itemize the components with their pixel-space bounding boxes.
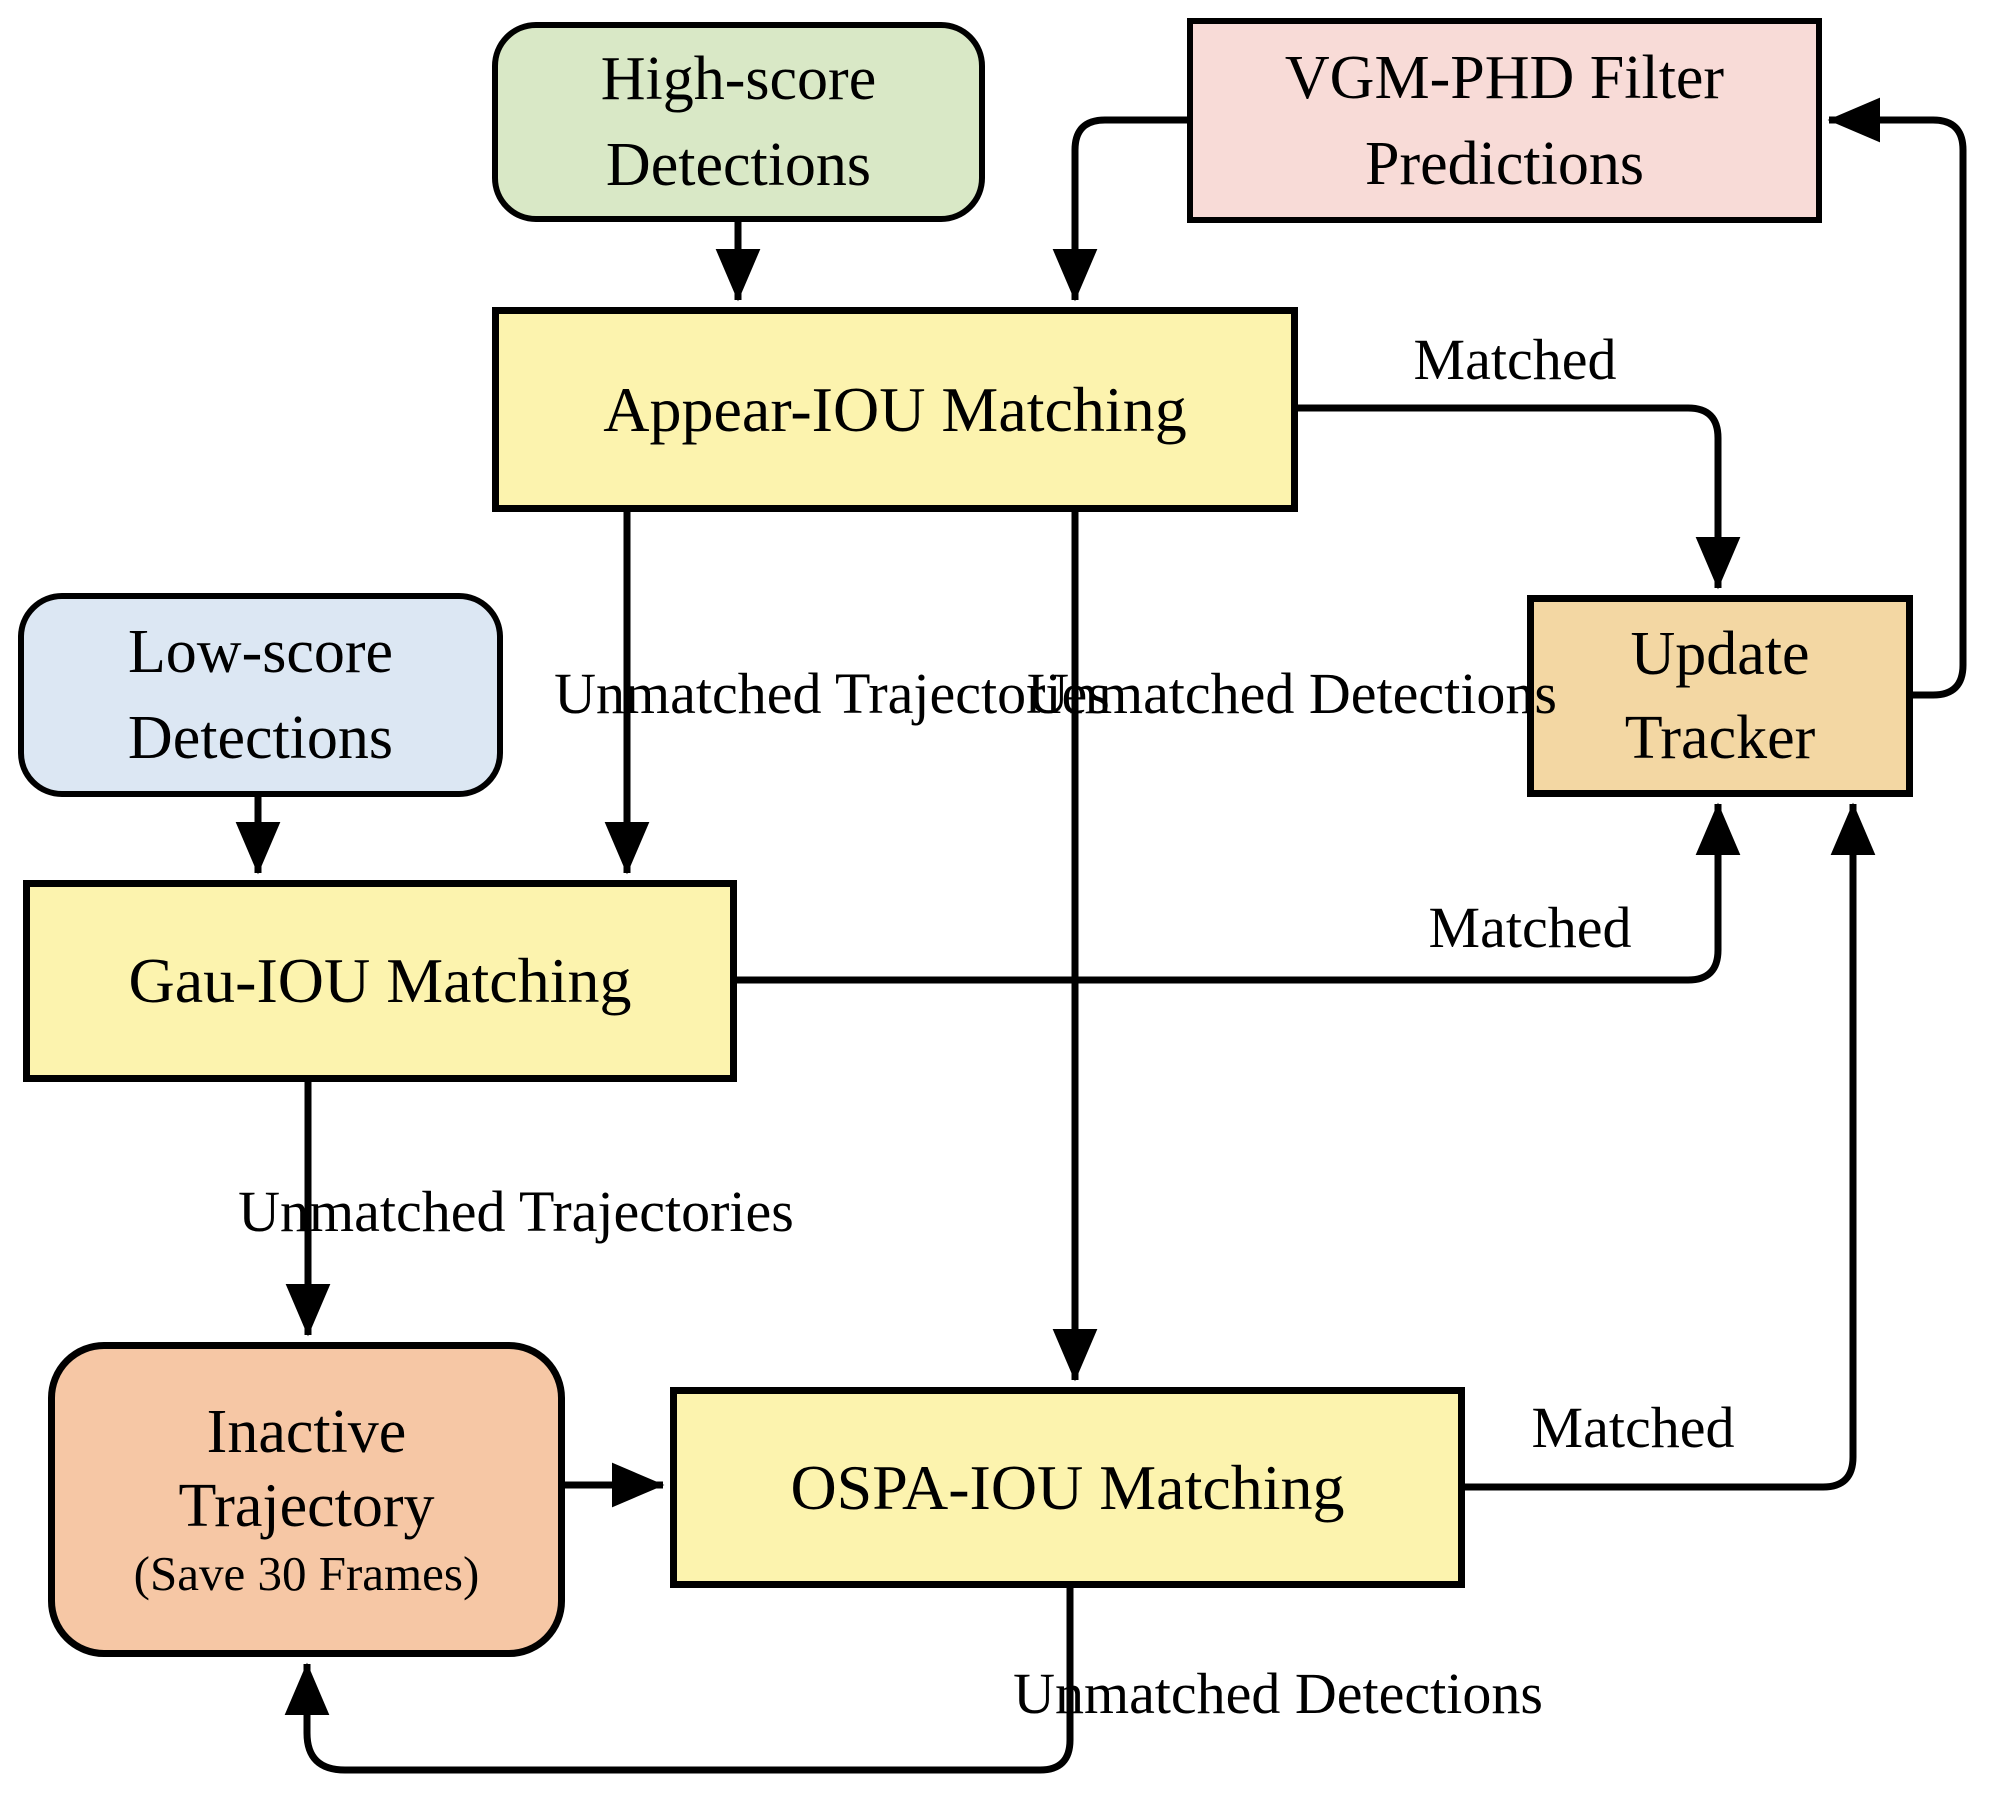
node-update-tracker: Update Tracker [1527,595,1913,797]
node-high-score-detections: High-score Detections [492,22,985,222]
edge-label-matched-appear-to-update: Matched [1413,327,1617,392]
edge-label-unmatched-detections-ospa-line1: Unmatched [1013,1661,1281,1726]
node-low-score-line1: Low-score [127,618,394,686]
edge-label-unmatched-trajectories-gau-line1: Unmatched [238,1179,506,1244]
node-vgm-phd-filter-predictions: VGM-PHD Filter Predictions [1187,18,1822,223]
node-ospa-iou-label: OSPA-IOU Matching [790,1451,1345,1523]
node-high-score-line2: Detections [605,131,872,199]
node-high-score-line1: High-score [600,45,877,113]
node-inactive-trajectory: Inactive Trajectory (Save 30 Frames) [48,1342,565,1657]
node-inactive-line1: Inactive [206,1397,407,1466]
node-low-score-line2: Detections [127,704,394,772]
node-inactive-line3: (Save 30 Frames) [133,1545,480,1601]
edge-appear-iou-matched-to-update-tracker [1298,404,1741,590]
node-inactive-line2: Trajectory [178,1471,435,1540]
node-update-tracker-line2: Tracker [1624,704,1816,772]
node-update-tracker-line1: Update [1630,620,1810,688]
node-appear-iou-matching: Appear-IOU Matching [492,307,1298,512]
edge-label-unmatched-trajectories-appear: Unmatched Trajectories [554,657,1110,731]
edge-vgm-phd-to-appear-iou [1052,116,1187,302]
node-vgm-phd-line1: VGM-PHD Filter [1284,43,1725,112]
edge-label-unmatched-trajectories-appear-line1: Unmatched [554,661,822,726]
edge-label-unmatched-trajectories-gau: Unmatched Trajectories [238,1175,794,1249]
edge-label-unmatched-trajectories-appear-line2: Trajectories [834,661,1110,726]
edge-label-unmatched-detections-ospa-line2: Detections [1294,1661,1543,1726]
edge-label-matched-ospa-to-update: Matched [1531,1395,1735,1460]
edge-label-unmatched-detections-appear-line2: Detections [1308,661,1557,726]
edge-label-unmatched-detections-appear: Unmatched Detections [1027,657,1557,731]
node-low-score-detections: Low-score Detections [18,593,503,797]
edge-label-unmatched-detections-ospa: Unmatched Detections [1013,1657,1543,1731]
node-appear-iou-label: Appear-IOU Matching [603,373,1187,445]
node-gau-iou-label: Gau-IOU Matching [128,945,632,1016]
node-gau-iou-matching: Gau-IOU Matching [23,880,737,1082]
node-vgm-phd-line2: Predictions [1365,129,1644,198]
edge-label-unmatched-detections-appear-line1: Unmatched [1027,661,1295,726]
edge-label-unmatched-trajectories-gau-line2: Trajectories [518,1179,794,1244]
edge-label-matched-gau-to-update: Matched [1428,895,1632,960]
node-ospa-iou-matching: OSPA-IOU Matching [670,1387,1465,1588]
